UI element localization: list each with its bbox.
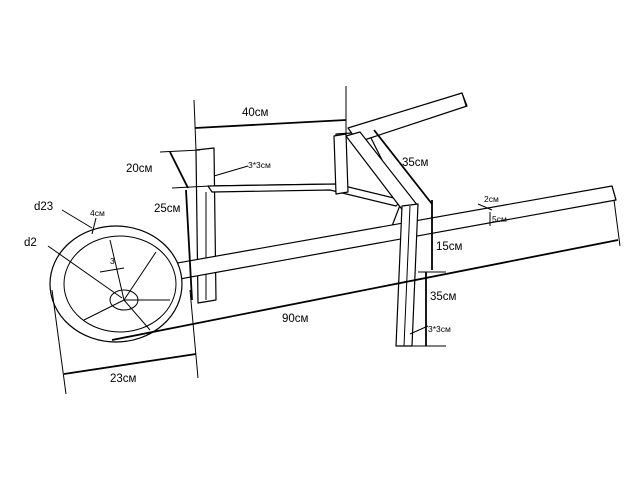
- rear-leg-edge: [403, 205, 411, 347]
- dimension-labels: 40см 20см 3*3см 35см d23 4см 25см d2 3 2…: [24, 107, 507, 385]
- dim-body-height: [185, 189, 193, 301]
- label-leg-upper: 15см: [436, 241, 463, 253]
- dim-pointer: [61, 209, 93, 229]
- dim-pointer: [477, 203, 493, 211]
- dim-wheel-base: [63, 353, 197, 375]
- label-spoke: 3: [110, 256, 115, 266]
- dim-ext: [171, 185, 211, 189]
- upper-handle: [347, 92, 468, 143]
- tray: [195, 131, 403, 304]
- wheel-spoke: [123, 251, 157, 301]
- label-handle-length: 35см: [402, 157, 429, 169]
- label-diameter: d23: [34, 201, 53, 213]
- dim-pointer: [91, 217, 97, 235]
- label-board-thick-a: 2см: [484, 194, 499, 204]
- dim-pointer: [409, 325, 429, 335]
- dim-ext: [189, 289, 199, 379]
- label-frame-length: 90см: [282, 313, 309, 325]
- dim-pointer: [99, 267, 125, 273]
- label-wheel-base: 23см: [110, 373, 137, 385]
- dim-side-height: [169, 151, 189, 189]
- label-body-height: 25см: [154, 203, 181, 215]
- dim-top-width: [194, 119, 347, 129]
- dim-ext: [51, 289, 67, 395]
- wheel: [49, 225, 183, 343]
- label-top-width: 40см: [242, 107, 269, 119]
- frame-beam-edge: [611, 185, 617, 201]
- dim-handle-length: [373, 129, 433, 205]
- label-board-thick-b: 5см: [492, 214, 507, 224]
- label-brace: 3*3см: [248, 160, 271, 170]
- label-leg-section: 3*3см: [428, 324, 451, 334]
- label-wheel-width: 4см: [90, 208, 105, 218]
- wheel-spoke: [83, 299, 125, 321]
- dim-pointer: [213, 165, 249, 177]
- dim-pointer: [47, 245, 123, 299]
- dim-ext: [159, 149, 201, 153]
- dim-ext: [613, 199, 621, 247]
- label-side-height: 20см: [126, 163, 153, 175]
- tray-rear-post: [333, 133, 349, 195]
- label-leg-lower: 35см: [430, 291, 457, 303]
- dim-frame-length: [111, 239, 619, 341]
- dimension-lines: [47, 86, 621, 395]
- wheel-spoke: [109, 239, 125, 301]
- label-axle: d2: [24, 237, 37, 249]
- wheel-rim: [63, 235, 177, 333]
- upper-handle-edge: [461, 92, 467, 107]
- dim-ext: [193, 99, 197, 151]
- wheel-spoke: [123, 299, 151, 331]
- wheel-tire: [49, 225, 183, 343]
